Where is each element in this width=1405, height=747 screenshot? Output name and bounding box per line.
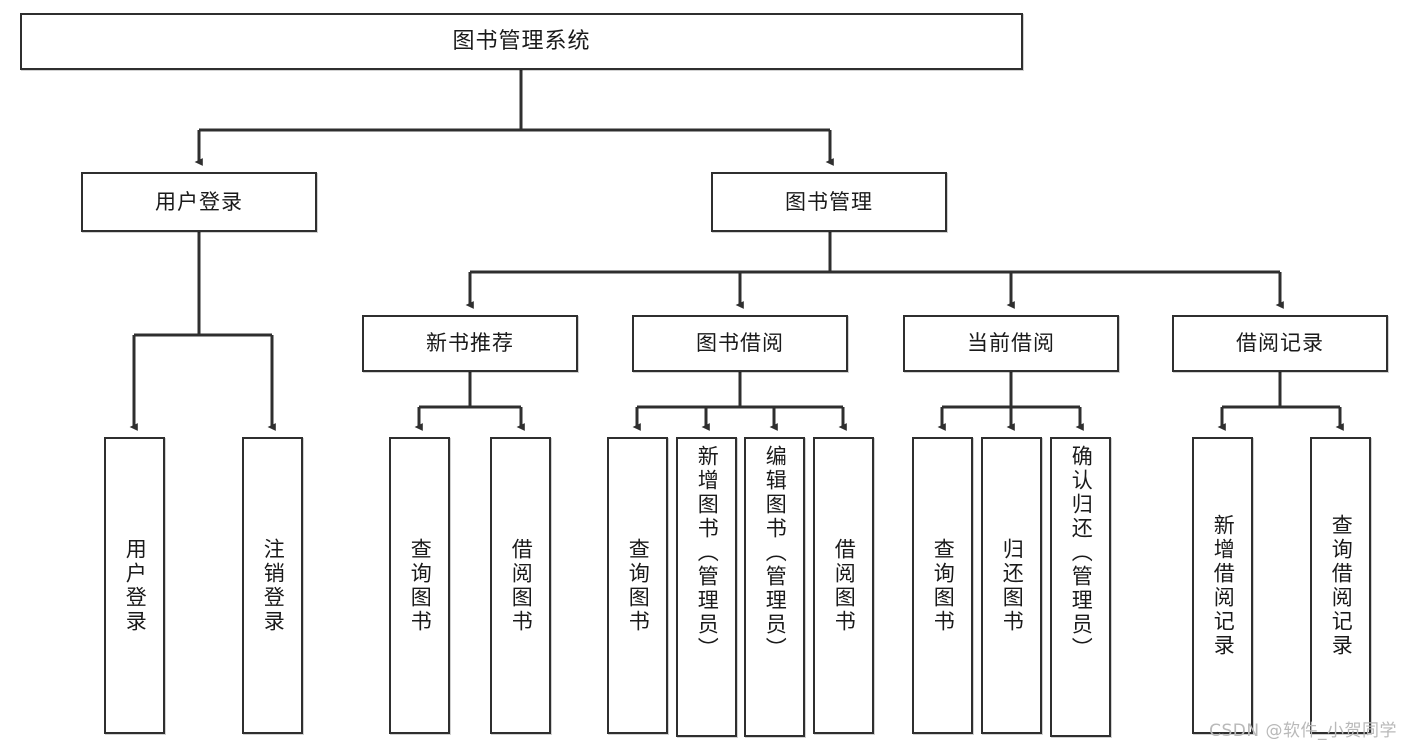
node-label: 图书借阅 (696, 331, 784, 356)
node-label: 借阅图书 (832, 537, 857, 634)
leaf-user-login-logout[interactable]: 注销登录 (242, 437, 303, 734)
node-user-login[interactable]: 用户登录 (81, 172, 317, 232)
leaf-book-borrow-edit-book-admin[interactable]: 编辑图书（管理员） (744, 437, 805, 737)
node-label: 图书管理系统 (452, 28, 591, 54)
node-label: 确认归还（管理员） (1069, 445, 1094, 661)
node-current-borrow[interactable]: 当前借阅 (903, 315, 1119, 372)
leaf-borrow-record-add-record[interactable]: 新增借阅记录 (1192, 437, 1253, 734)
node-label: 用户登录 (123, 537, 148, 634)
node-book-management[interactable]: 图书管理 (711, 172, 947, 232)
node-root-book-management-system[interactable]: 图书管理系统 (20, 13, 1023, 70)
leaf-book-borrow-add-book-admin[interactable]: 新增图书（管理员） (676, 437, 737, 737)
leaf-current-borrow-confirm-return-admin[interactable]: 确认归还（管理员） (1050, 437, 1111, 737)
leaf-current-borrow-return-book[interactable]: 归还图书 (981, 437, 1042, 734)
node-label: 当前借阅 (967, 331, 1055, 356)
leaf-borrow-record-query-record[interactable]: 查询借阅记录 (1310, 437, 1371, 734)
node-borrow-record[interactable]: 借阅记录 (1172, 315, 1388, 372)
node-label: 用户登录 (155, 189, 243, 214)
node-new-book-recommend[interactable]: 新书推荐 (362, 315, 578, 372)
node-label: 编辑图书（管理员） (763, 445, 788, 661)
node-book-borrow[interactable]: 图书借阅 (632, 315, 848, 372)
node-label: 借阅图书 (509, 537, 534, 634)
leaf-book-borrow-query-book[interactable]: 查询图书 (607, 437, 668, 734)
node-label: 注销登录 (261, 537, 286, 634)
node-label: 查询图书 (626, 537, 651, 634)
node-label: 查询借阅记录 (1329, 513, 1354, 658)
node-label: 归还图书 (1000, 537, 1025, 634)
watermark: CSDN @软件_小贺同学 (1209, 721, 1397, 741)
node-label: 借阅记录 (1236, 331, 1324, 356)
leaf-new-book-borrow-book[interactable]: 借阅图书 (490, 437, 551, 734)
leaf-new-book-query-book[interactable]: 查询图书 (389, 437, 450, 734)
node-label: 新增借阅记录 (1211, 513, 1236, 658)
leaf-book-borrow-borrow-book[interactable]: 借阅图书 (813, 437, 874, 734)
node-label: 新增图书（管理员） (695, 445, 720, 661)
leaf-current-borrow-query-book[interactable]: 查询图书 (912, 437, 973, 734)
node-label: 新书推荐 (426, 331, 514, 356)
node-label: 查询图书 (408, 537, 433, 634)
leaf-user-login-login[interactable]: 用户登录 (104, 437, 165, 734)
node-label: 图书管理 (785, 189, 873, 214)
node-label: 查询图书 (931, 537, 956, 634)
